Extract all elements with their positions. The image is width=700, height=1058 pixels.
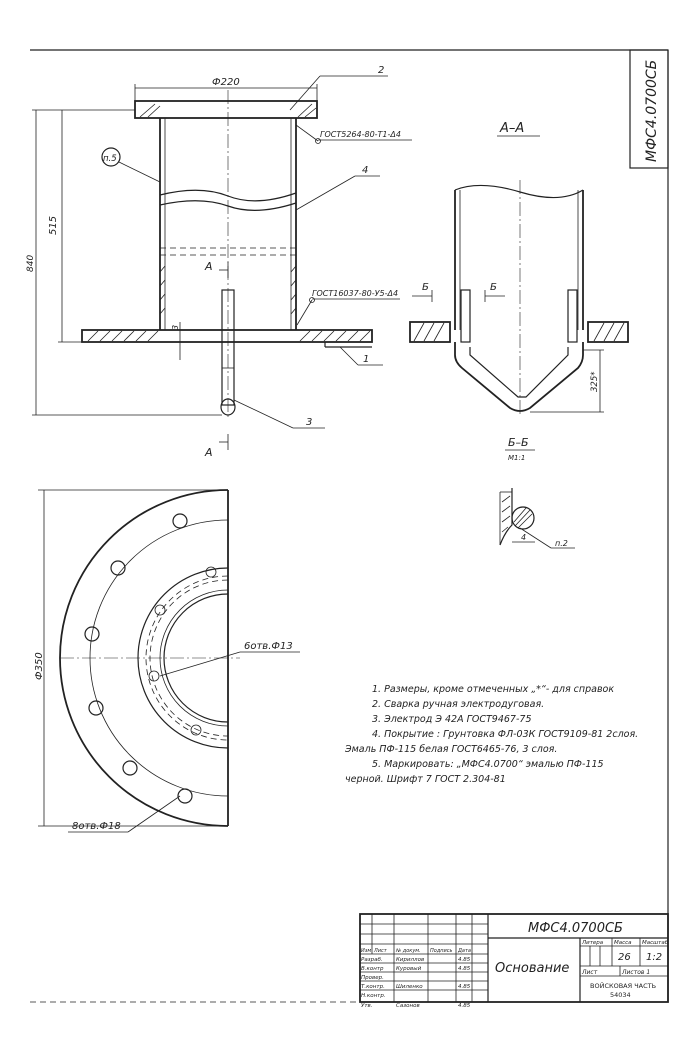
tb-role-6: Утв. bbox=[361, 1003, 373, 1009]
tb-date-1: 4.85 bbox=[458, 957, 471, 963]
tb-name-6: Сазонов bbox=[396, 1003, 420, 1009]
tb-doc-code: МФС4.0700СБ bbox=[528, 921, 623, 936]
tb-date-6: 4.85 bbox=[458, 1003, 471, 1009]
dim-height-total: 840 bbox=[26, 255, 36, 272]
note-4b: Эмаль ПФ-115 белая ГОСТ6465-76, 3 слоя. bbox=[344, 744, 557, 755]
section-bb-view: Б–Б М1:1 4 п.2 bbox=[499, 436, 575, 549]
label-holes-8: 8отв.Ф18 bbox=[72, 821, 121, 832]
vertical-doc-code-text: МФС4.0700СБ bbox=[644, 60, 660, 162]
tb-role-4: Т.контр. bbox=[361, 984, 385, 990]
dim-4: 4 bbox=[521, 533, 526, 542]
dim-height-body: 515 bbox=[48, 216, 59, 235]
section-b-left: Б bbox=[422, 282, 429, 293]
title-block: МФС4.0700СБ Основание Изм Лист № докум. … bbox=[359, 913, 669, 1009]
label-holes-6: 6отв.Ф13 bbox=[244, 641, 293, 652]
vertical-doc-code: МФС4.0700СБ bbox=[629, 49, 669, 169]
tb-name-1: Кириллов bbox=[396, 957, 424, 963]
tb-lit-label: Литера bbox=[581, 940, 604, 946]
callout-p2: п.2 bbox=[555, 539, 568, 548]
tb-col-list: Лист bbox=[373, 948, 388, 954]
tb-org-line2: 54034 bbox=[610, 991, 631, 999]
section-aa-view: А–А Б Б 325* bbox=[409, 121, 629, 415]
tb-date-2: 4.85 bbox=[458, 966, 471, 972]
tb-role-5: Н.контр. bbox=[361, 993, 386, 999]
weld-bottom-label: ГОСТ16037-80-У5-Δ4 bbox=[312, 289, 398, 298]
section-a-bottom: А bbox=[204, 446, 213, 459]
weld-top-label: ГОСТ5264-80-Т1-Δ4 bbox=[320, 130, 401, 139]
front-dimensions: Ф220 840 515 3 п.5 2 ГОСТ5264-80-Т1-Δ4 4… bbox=[26, 65, 412, 459]
tb-role-1: Разраб. bbox=[361, 957, 383, 963]
note-3: 3. Электрод Э 42А ГОСТ9467-75 bbox=[372, 714, 532, 725]
tb-role-2: В.контр bbox=[361, 966, 384, 972]
callout-3: 3 bbox=[306, 417, 312, 428]
dim-flange-diameter: Ф220 bbox=[212, 77, 240, 88]
tb-col-doc: № докум. bbox=[395, 948, 421, 954]
note-5b: черной. Шрифт 7 ГОСТ 2.304-81 bbox=[345, 774, 506, 785]
callout-p5: п.5 bbox=[103, 154, 117, 164]
dim-outer-diameter: Ф350 bbox=[34, 652, 45, 680]
section-aa-title: А–А bbox=[499, 121, 524, 136]
tb-title: Основание bbox=[495, 961, 569, 976]
note-4: 4. Покрытие : Грунтовка ФЛ-03К ГОСТ9109-… bbox=[372, 729, 638, 740]
tb-name-2: Куровый bbox=[396, 966, 422, 972]
callout-2: 2 bbox=[378, 65, 384, 76]
tb-sheets-label: Листов 1 bbox=[621, 969, 650, 976]
tb-mass-value: 26 bbox=[618, 952, 631, 963]
section-b-right: Б bbox=[490, 282, 497, 293]
tb-col-izm: Изм bbox=[361, 948, 371, 954]
callout-1: 1 bbox=[363, 354, 369, 365]
section-bb-title: Б–Б bbox=[508, 436, 529, 449]
tb-name-4: Шиленко bbox=[396, 984, 423, 990]
tb-scale-value: 1:2 bbox=[646, 952, 662, 963]
tb-sheet-label: Лист bbox=[581, 969, 598, 976]
plan-view: Ф350 6отв.Ф13 8отв.Ф18 bbox=[34, 489, 300, 833]
note-2: 2. Сварка ручная электродуговая. bbox=[372, 699, 544, 710]
tb-mass-label: Масса bbox=[614, 940, 632, 946]
tb-scale-label: Масштаб bbox=[642, 940, 669, 946]
dim-thickness-3: 3 bbox=[171, 325, 180, 330]
tb-date-4: 4.85 bbox=[458, 984, 471, 990]
section-bb-scale: М1:1 bbox=[508, 454, 525, 462]
tb-org-line1: ВОЙСКОВАЯ ЧАСТЬ bbox=[590, 981, 656, 990]
tb-col-date: Дата bbox=[457, 948, 471, 954]
section-a-top: А bbox=[204, 260, 213, 273]
technical-notes: 1. Размеры, кроме отмеченных „*“- для сп… bbox=[344, 684, 638, 785]
dim-325: 325* bbox=[590, 372, 600, 392]
front-view bbox=[81, 90, 373, 450]
note-5: 5. Маркировать: „МФС4.0700“ эмалью ПФ-11… bbox=[372, 759, 604, 770]
tb-col-sign: Подпись bbox=[430, 948, 453, 954]
callout-4: 4 bbox=[362, 165, 368, 176]
tb-role-3: Провер. bbox=[361, 975, 384, 981]
note-1: 1. Размеры, кроме отмеченных „*“- для сп… bbox=[372, 684, 614, 695]
